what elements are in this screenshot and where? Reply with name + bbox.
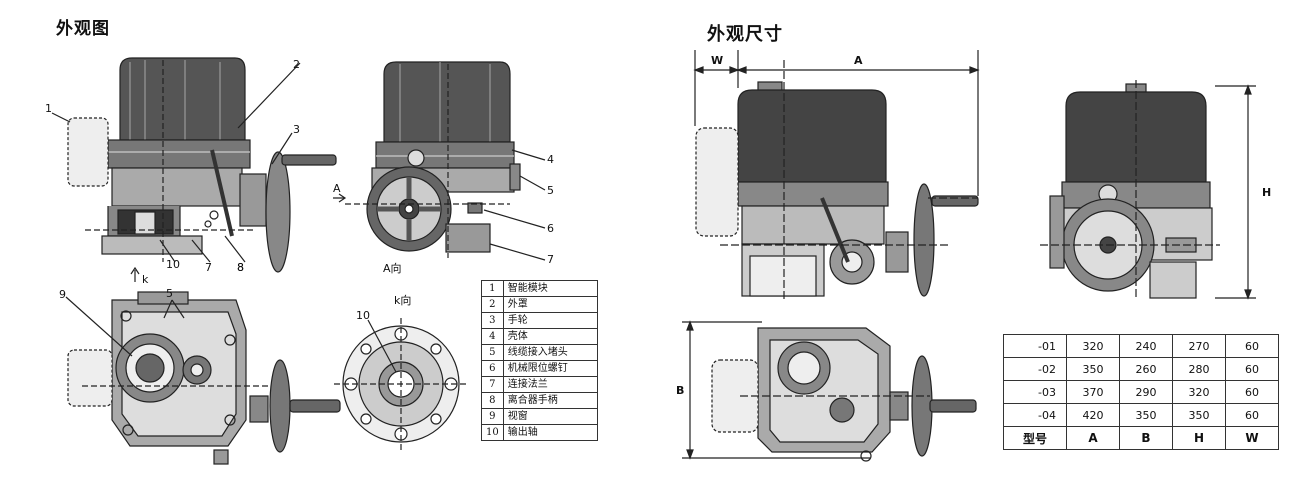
legend-num: 9 [481,408,504,425]
w-cell: 60 [1225,357,1279,381]
a-cell: 370 [1066,380,1120,404]
a-header: A [1066,426,1120,450]
h-cell: 350 [1172,403,1226,427]
dimension-table: -01 320 240 270 60 -02 350 260 280 60 -0… [1003,334,1279,450]
legend-num: 10 [481,424,504,441]
callout-label: 4 [547,153,554,166]
flange-k-view-drawing [334,318,468,450]
callout-label: 10 [356,309,370,322]
w-cell: 60 [1225,403,1279,427]
table-row: -01 320 240 270 60 [1003,334,1279,358]
dimension-labels: W A H B [676,54,1271,397]
left-panel-title: 外观图 [56,19,110,39]
w-cell: 60 [1225,334,1279,358]
dimension-top-view-drawing [682,320,977,462]
legend-desc: 连接法兰 [502,376,598,393]
w-header: W [1225,426,1279,450]
dim-b-label: B [676,384,684,397]
legend-num: 2 [481,296,504,313]
callout-label: 5 [166,287,173,300]
legend-num: 4 [481,328,504,345]
dimension-side-view-drawing [1040,80,1256,300]
model-cell: -04 [1003,403,1067,427]
side-view-drawing [333,61,546,261]
callout-label: 5 [547,184,554,197]
legend-num: 3 [481,312,504,329]
dim-h-label: H [1262,186,1271,199]
dim-w-label: W [711,54,723,67]
callout-label: 1 [45,102,52,115]
table-row: -03 370 290 320 60 [1003,380,1279,404]
b-cell: 260 [1119,357,1173,381]
dim-a-label: A [854,54,863,67]
callout-label: 3 [293,123,300,136]
a-arrow-label: A [333,182,341,195]
a-view-label: A向 [383,261,402,275]
callout-label: 8 [237,261,244,274]
dimension-front-view-drawing [693,50,980,300]
h-cell: 280 [1172,357,1226,381]
k-arrow-label: k [142,273,149,286]
legend-num: 8 [481,392,504,409]
legend-desc: 智能模块 [502,280,598,297]
a-cell: 350 [1066,357,1120,381]
front-view-drawing [51,57,337,282]
top-view-drawing [65,291,341,465]
legend-desc: 机械限位螺钉 [502,360,598,377]
callout-label: 7 [547,253,554,266]
legend-desc: 线缆接入堵头 [502,344,598,361]
table-row: -04 420 350 350 60 [1003,403,1279,427]
model-cell: -02 [1003,357,1067,381]
callout-label: 8 [237,261,244,274]
model-cell: -03 [1003,380,1067,404]
b-cell: 350 [1119,403,1173,427]
legend-num: 1 [481,280,504,297]
legend-num: 7 [481,376,504,393]
h-header: H [1172,426,1226,450]
h-cell: 320 [1172,380,1226,404]
legend-desc: 视窗 [502,408,598,425]
model-header: 型号 [1003,426,1067,450]
callout-labels: 1 2 3 4 5 6 7 8 9 10 7 8 10 5 A A向 k k向 [45,58,554,322]
table-row: -02 350 260 280 60 [1003,357,1279,381]
h-cell: 270 [1172,334,1226,358]
legend-desc: 壳体 [502,328,598,345]
callout-label: 7 [205,261,212,274]
legend-num: 5 [481,344,504,361]
legend-desc: 手轮 [502,312,598,329]
right-panel-title: 外观尺寸 [707,24,783,45]
callout-label: 2 [293,58,300,71]
legend-desc: 外罩 [502,296,598,313]
k-view-label: k向 [394,293,411,307]
callout-label: 6 [547,222,554,235]
b-cell: 290 [1119,380,1173,404]
b-header: B [1119,426,1173,450]
a-cell: 420 [1066,403,1120,427]
callout-label: 10 [166,258,180,271]
w-cell: 60 [1225,380,1279,404]
legend-desc: 输出轴 [502,424,598,441]
callout-label: 9 [59,288,66,301]
table-header-row: 型号 A B H W [1003,426,1279,450]
b-cell: 240 [1119,334,1173,358]
legend-num: 6 [481,360,504,377]
legend-desc: 离合器手柄 [502,392,598,409]
a-cell: 320 [1066,334,1120,358]
model-cell: -01 [1003,334,1067,358]
